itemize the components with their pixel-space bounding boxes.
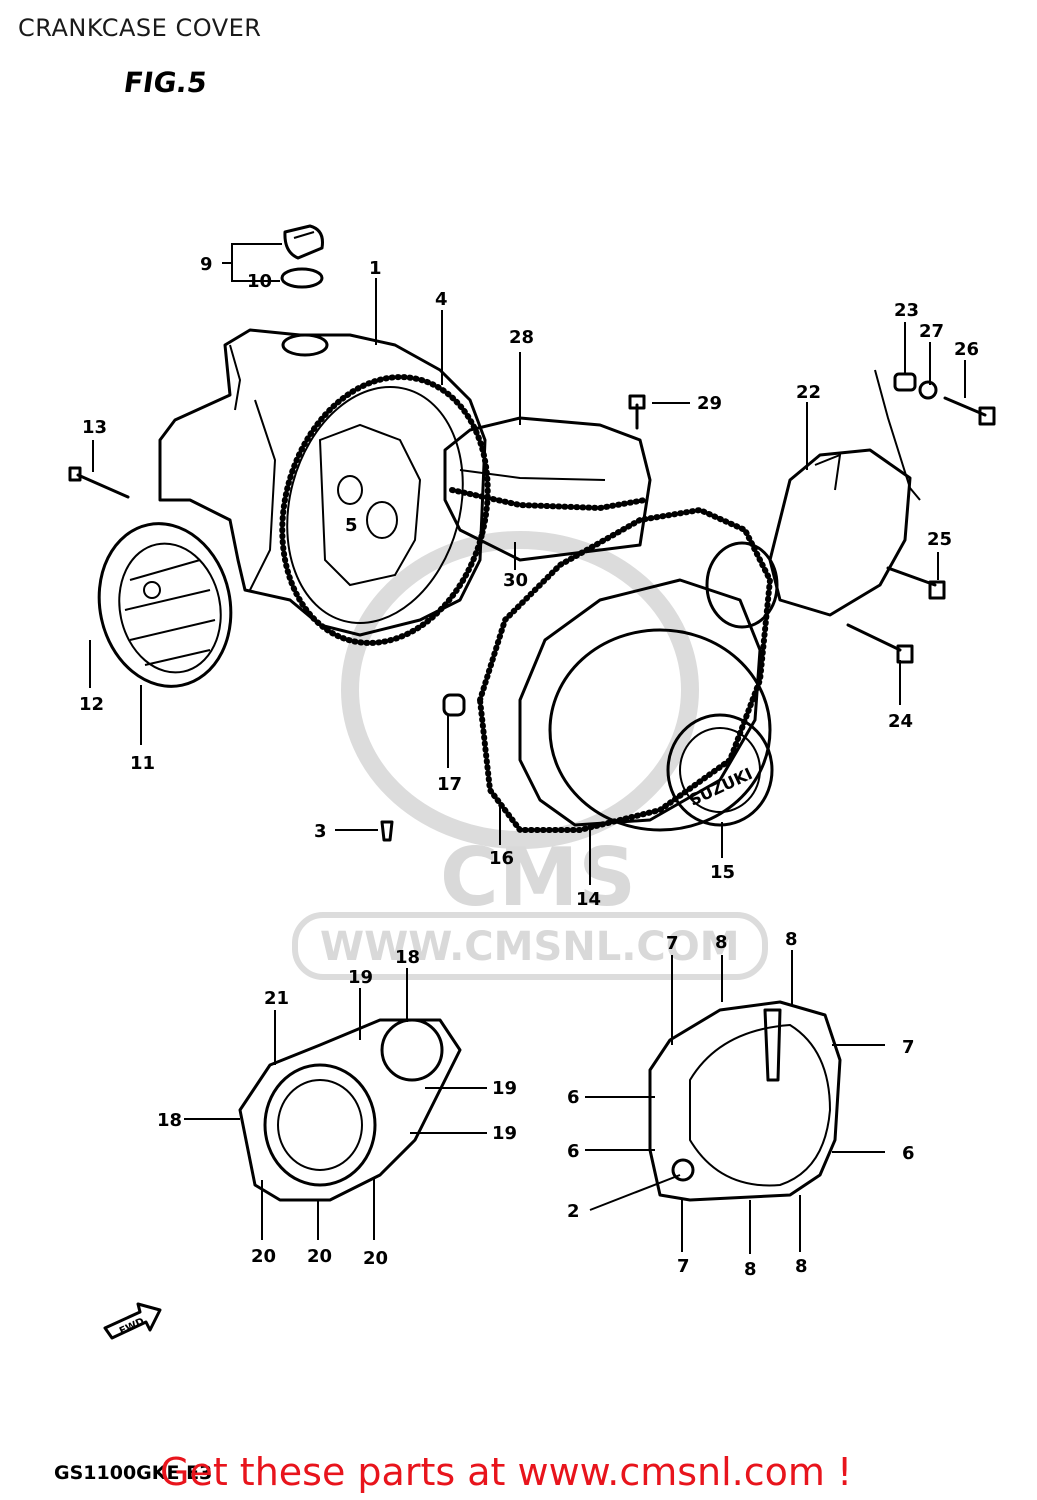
dowel-pin-17 — [442, 693, 466, 717]
callout-12: 12 — [79, 694, 104, 715]
rear-cover — [768, 448, 912, 617]
callout-20b: 20 — [307, 1246, 332, 1267]
callout-2: 2 — [567, 1201, 580, 1222]
chain-case-cover — [443, 416, 652, 562]
callout-11: 11 — [130, 753, 155, 774]
callout-7c: 7 — [677, 1256, 690, 1277]
spacer-23 — [893, 372, 917, 392]
oil-filler-cap — [283, 224, 324, 260]
callout-1: 1 — [369, 258, 382, 279]
bracket-lines — [874, 369, 921, 501]
bolt-26 — [943, 396, 996, 426]
promo-link[interactable]: Get these parts at www.cmsnl.com ! — [160, 1450, 853, 1494]
callout-8c: 8 — [744, 1259, 757, 1280]
callout-14: 14 — [576, 889, 601, 910]
clutch-inspection-cover — [238, 1018, 462, 1202]
callout-6b: 6 — [567, 1141, 580, 1162]
callout-18b: 18 — [157, 1110, 182, 1131]
watermark: CMS WWW.CMSNL.COM — [292, 531, 768, 980]
callout-19a: 19 — [348, 967, 373, 988]
callout-23: 23 — [894, 300, 919, 321]
callout-19c: 19 — [492, 1123, 517, 1144]
small-cover — [97, 522, 233, 688]
callout-26: 26 — [954, 339, 979, 360]
forward-arrow-icon: FWD — [103, 1302, 162, 1340]
callout-8b: 8 — [785, 929, 798, 950]
callout-25: 25 — [927, 529, 952, 550]
callout-9: 9 — [200, 254, 213, 275]
callout-28: 28 — [509, 327, 534, 348]
callout-30: 30 — [503, 570, 528, 591]
callout-6a: 6 — [567, 1087, 580, 1108]
callout-labels: 1 2 3 4 5 6 6 6 7 7 7 8 8 8 8 9 10 11 12… — [79, 254, 979, 1280]
o-ring — [280, 267, 324, 289]
callout-17: 17 — [437, 774, 462, 795]
callout-13: 13 — [82, 417, 107, 438]
bolt-13 — [68, 466, 130, 499]
clutch-cover — [648, 1000, 842, 1202]
callout-15: 15 — [710, 862, 735, 883]
plug-3 — [380, 820, 394, 842]
callout-27: 27 — [919, 321, 944, 342]
watermark-text: WWW.CMSNL.COM — [320, 924, 740, 970]
page-title: CRANKCASE COVER — [18, 14, 262, 42]
washer-27 — [918, 380, 938, 400]
callout-4: 4 — [435, 289, 448, 310]
callout-20c: 20 — [363, 1248, 388, 1269]
callout-22: 22 — [796, 382, 821, 403]
callout-8d: 8 — [795, 1256, 808, 1277]
callout-5: 5 — [345, 515, 358, 536]
bolt-29 — [628, 394, 646, 430]
callout-19b: 19 — [492, 1078, 517, 1099]
watermark-brand: CMS — [440, 831, 636, 924]
callout-21: 21 — [264, 988, 289, 1009]
callout-16: 16 — [489, 848, 514, 869]
callout-18a: 18 — [395, 947, 420, 968]
bolt-25 — [886, 566, 946, 600]
callout-20a: 20 — [251, 1246, 276, 1267]
model-code: GS1100GKE E3 — [54, 1462, 213, 1484]
callout-24: 24 — [888, 711, 913, 732]
callout-10: 10 — [247, 271, 272, 292]
callout-8a: 8 — [715, 932, 728, 953]
callout-29: 29 — [697, 393, 722, 414]
callout-7a: 7 — [666, 933, 679, 954]
callout-3: 3 — [314, 821, 327, 842]
crankcase-body — [158, 328, 491, 646]
leader-lines — [89, 243, 966, 1254]
callout-7b: 7 — [902, 1037, 915, 1058]
callout-6c: 6 — [902, 1143, 915, 1164]
bolt-24 — [846, 623, 914, 664]
